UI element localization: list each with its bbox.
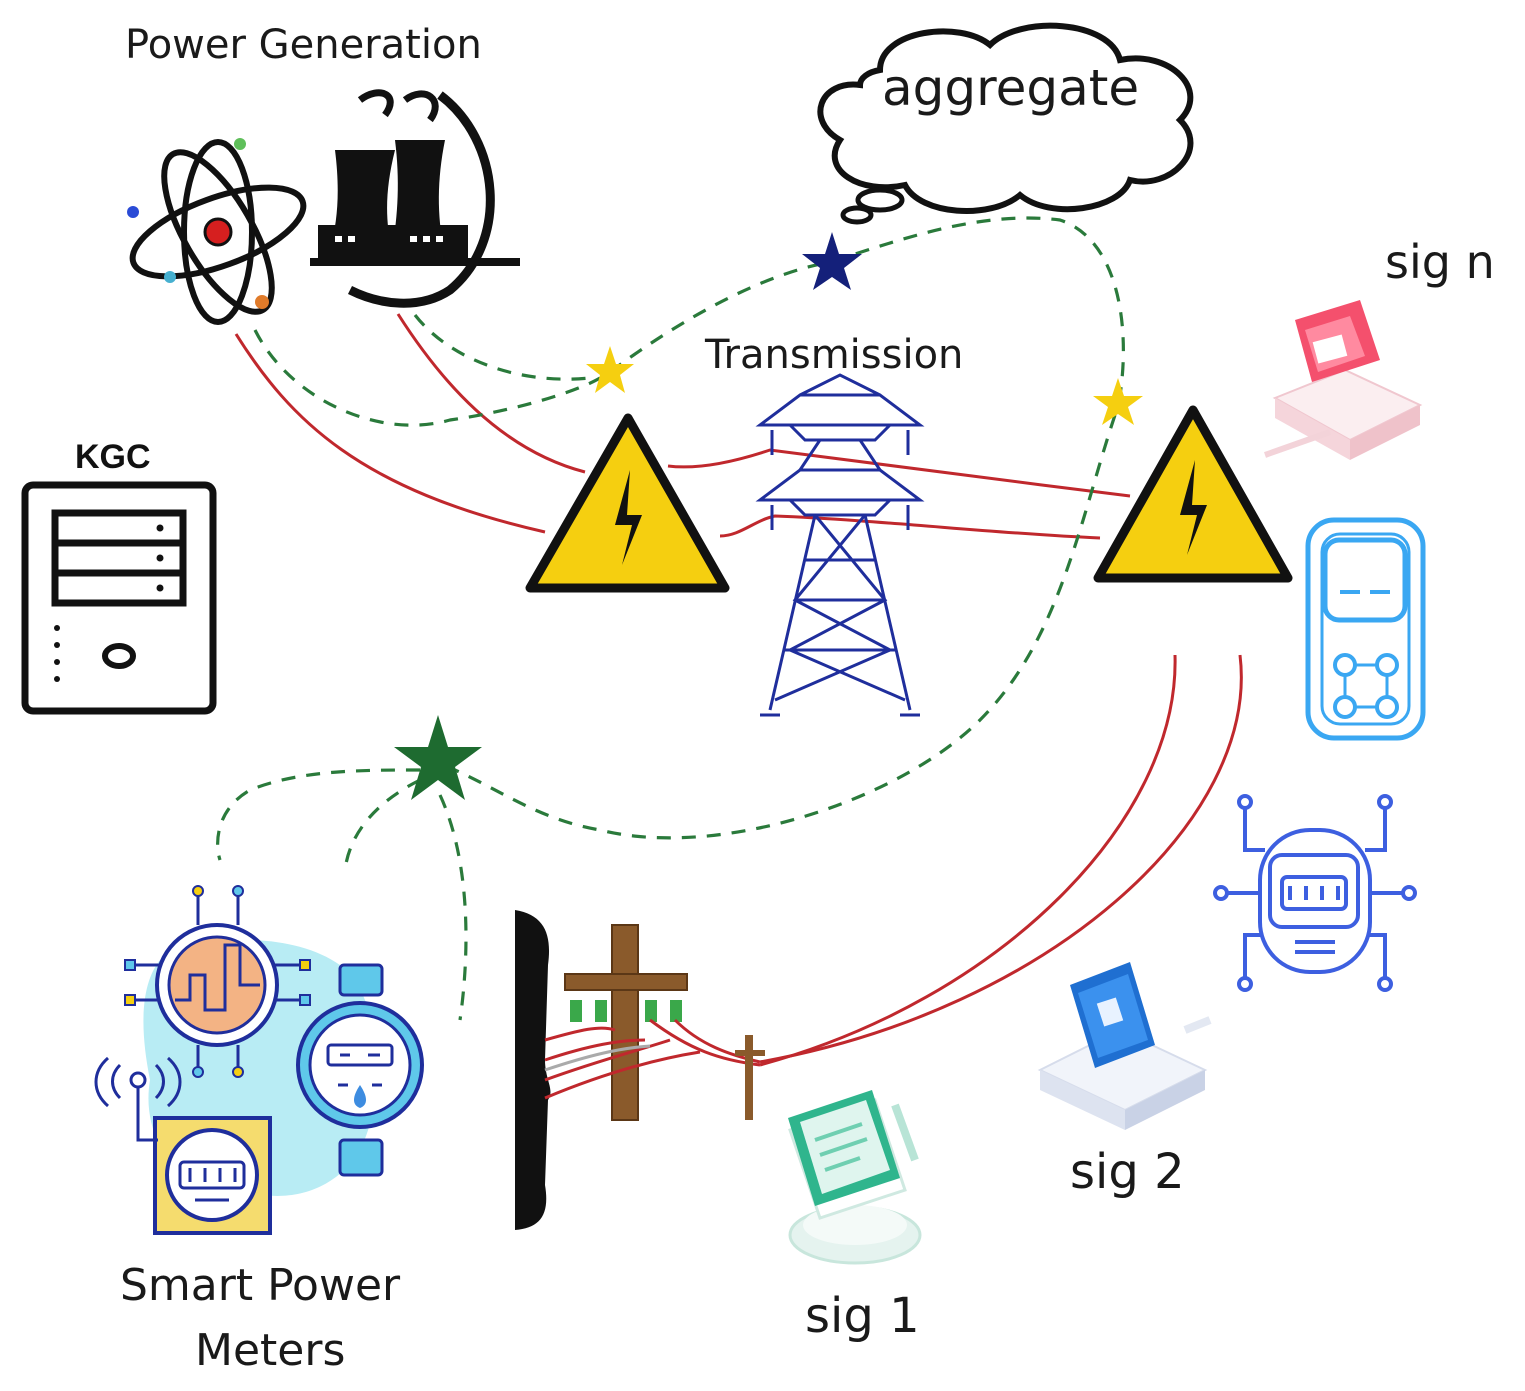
signature-path [413,314,591,381]
power-generation-label: Power Generation [125,22,482,68]
atom-icon [127,138,307,325]
power-line [719,514,1101,540]
power-line [759,654,1243,1064]
power-line [667,448,1131,498]
transmission-tower-icon [755,373,925,717]
signature-path [454,414,1117,840]
aggregate-label: aggregate [882,59,1139,117]
star-gold-right [1093,378,1143,425]
thought-cloud-icon [817,22,1194,225]
warning-high-voltage-icon [525,413,730,593]
handheld-device-icon [1305,517,1426,741]
stars [394,232,1143,800]
warning-high-voltage-icon [1093,405,1293,583]
desktop-device-icon [1263,300,1423,460]
signature-paths [216,216,1125,1021]
signature-path [343,778,421,871]
water-meter-icon [296,963,424,1177]
star-navy [802,232,862,290]
star-green [394,715,482,800]
robot-meter-icon [1213,794,1417,992]
sig-1-label: sig 1 [805,1288,920,1344]
power-line [234,333,546,534]
smart-meter-icon [94,885,378,1235]
kgc-label: KGC [75,438,151,476]
signature-path [216,768,421,861]
kgc-server-icon [21,481,217,715]
smart-meters-label-line1: Smart Power [120,1260,401,1311]
signature-path [609,216,1125,396]
power-plant-icon [310,89,520,308]
notebook-device-icon [788,1090,922,1265]
power-lines [234,313,1243,1067]
star-gold-left [586,346,634,393]
smart-meters-label-line2: Meters [195,1325,345,1376]
power-line [759,654,1177,1067]
sig-n-label: sig n [1385,235,1495,289]
signature-path [438,794,468,1021]
sig-2-label: sig 2 [1070,1144,1185,1200]
signature-path [253,329,601,427]
tablet-device-icon [1037,962,1212,1130]
transmission-label: Transmission [704,332,963,378]
utility-pole-icon [515,910,765,1230]
power-line [396,313,586,474]
